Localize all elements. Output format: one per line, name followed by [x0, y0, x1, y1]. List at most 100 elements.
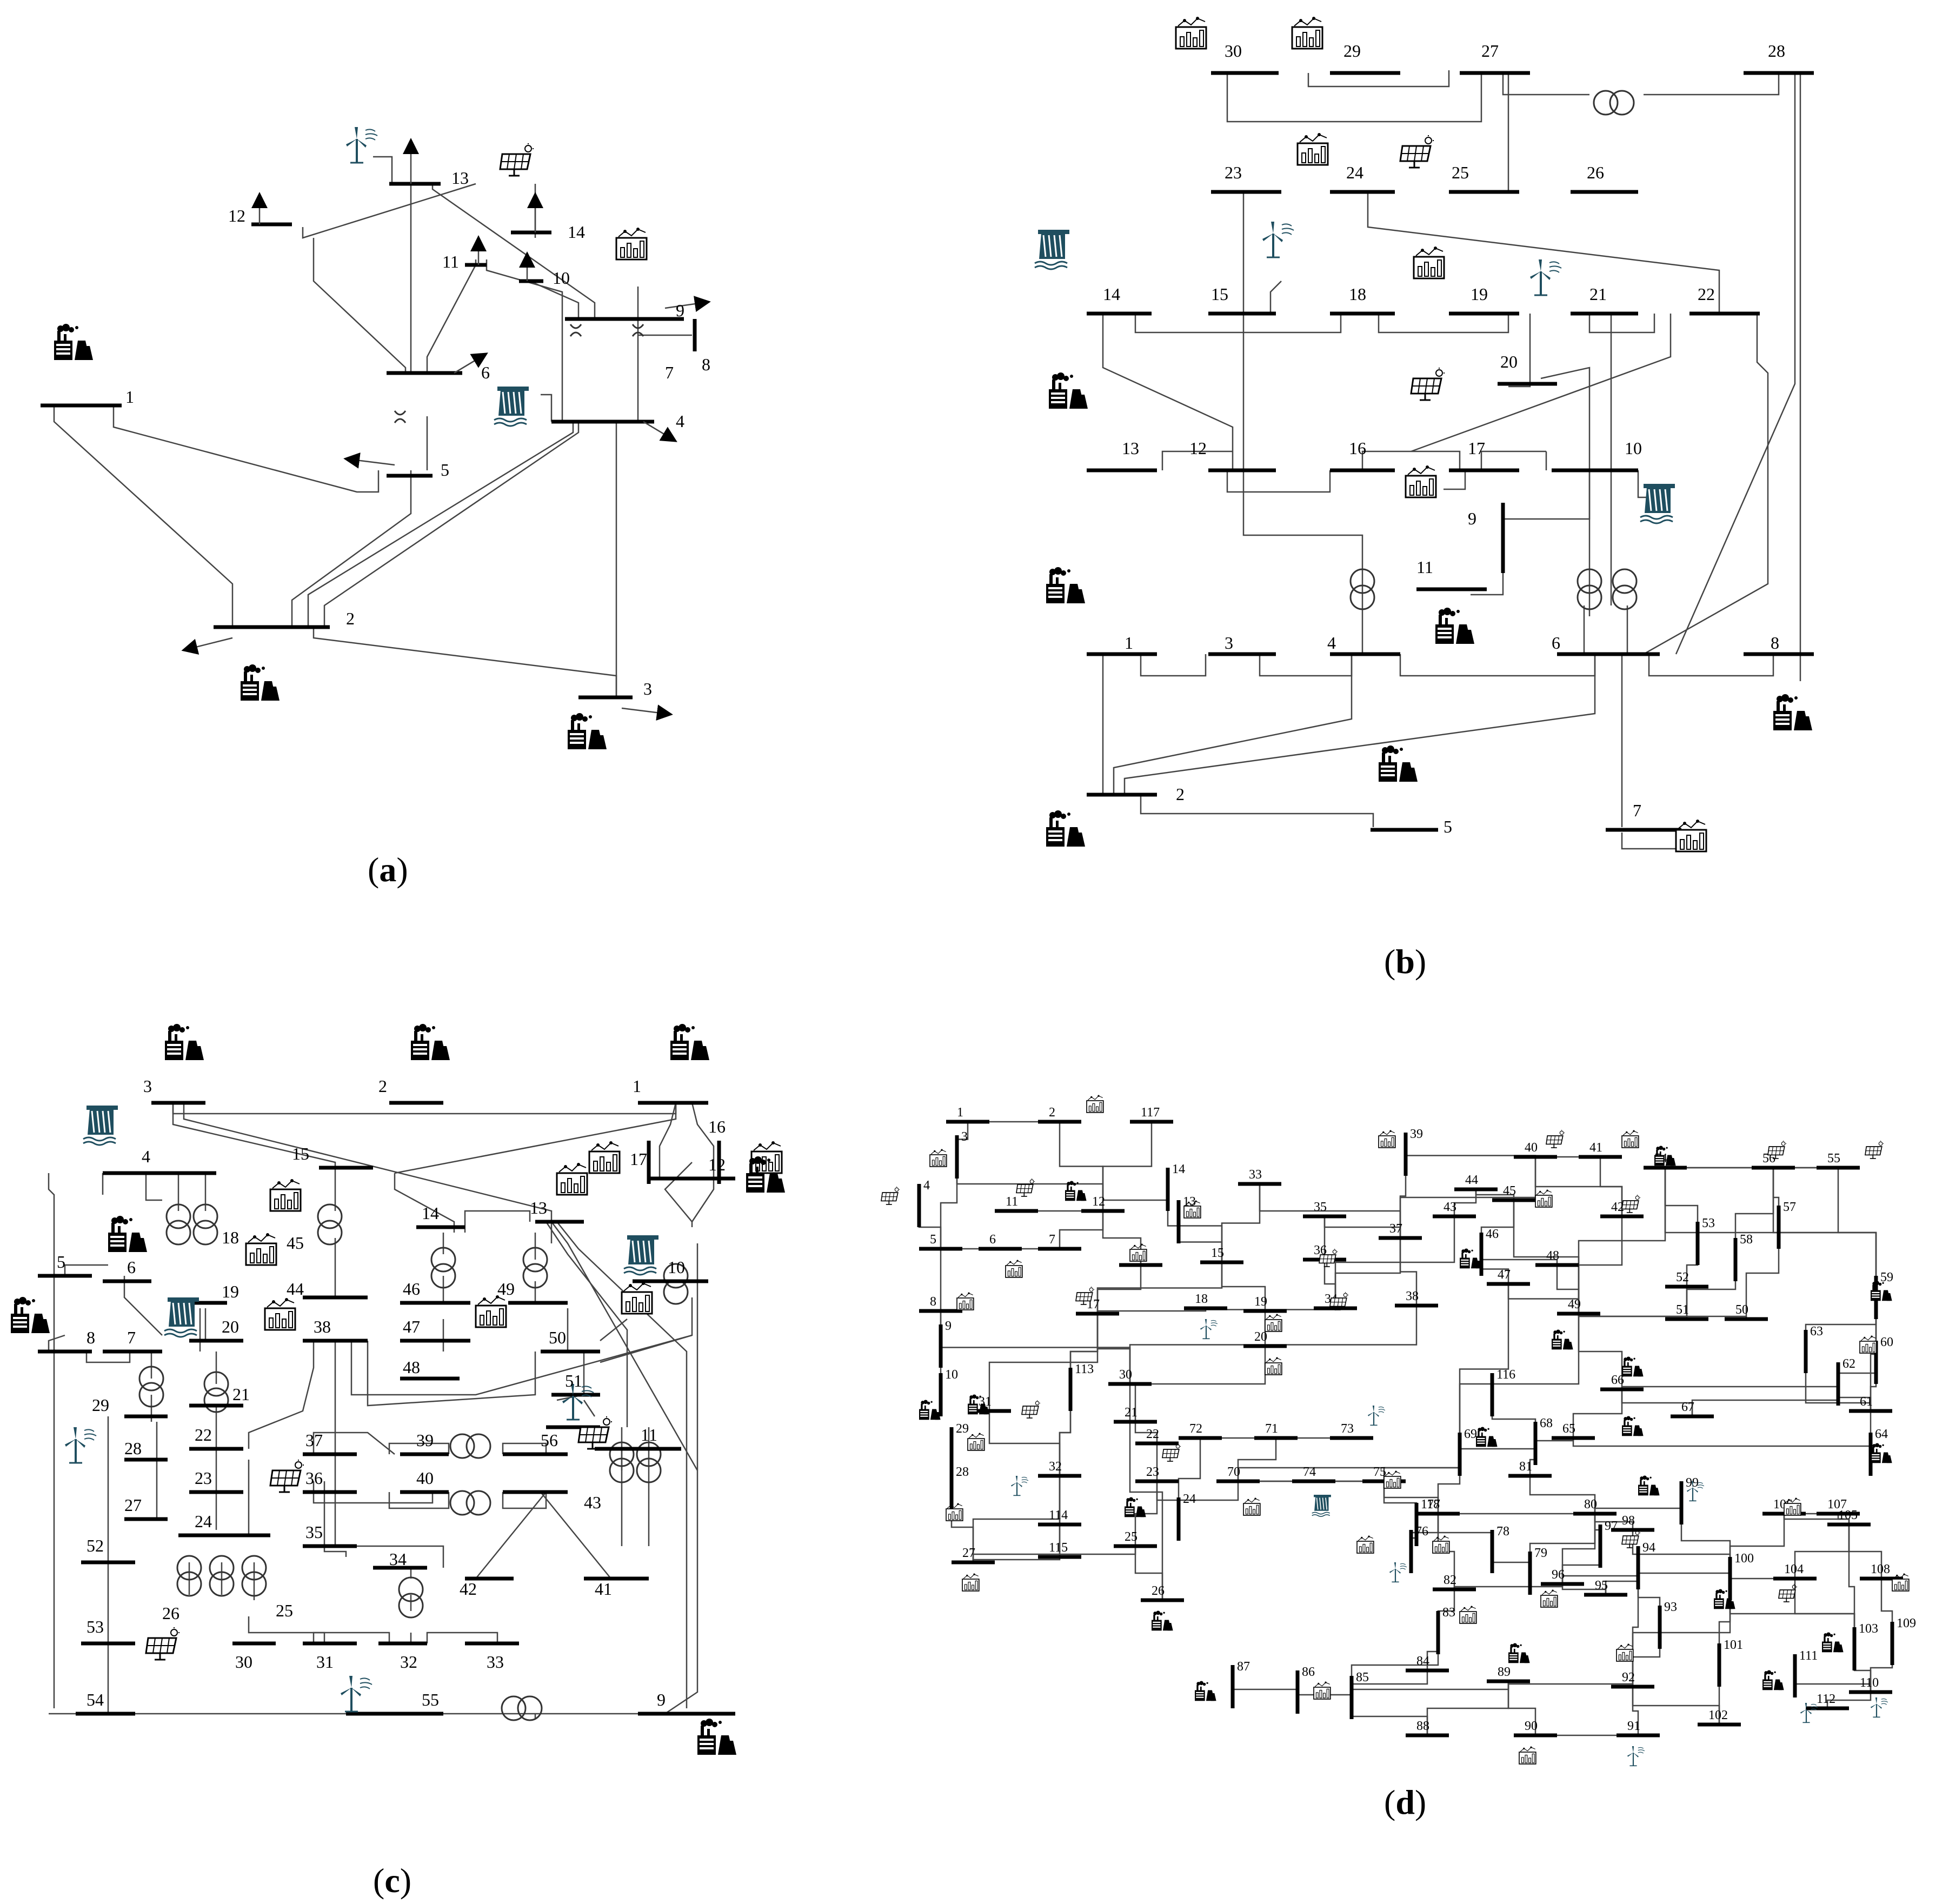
line-d-94-95	[1605, 1568, 1639, 1595]
transformer-icon	[394, 410, 407, 424]
thermal-plant-icon	[1476, 1427, 1498, 1447]
line-d-80-96	[1561, 1514, 1596, 1584]
panel-b-buses	[1087, 71, 1814, 832]
bus-label: 73	[1341, 1422, 1354, 1436]
bus-label: 10	[1625, 438, 1642, 458]
wind-turbine-icon	[1870, 1696, 1888, 1718]
bus-label: 12	[708, 1155, 726, 1174]
solar-panel-icon	[499, 142, 535, 177]
bus-label: 96	[1552, 1568, 1565, 1582]
bus-label: 5	[57, 1252, 65, 1271]
solar-panel-icon	[1865, 1140, 1884, 1159]
bus-label: 4	[676, 411, 684, 431]
line-d-94-100	[1637, 1568, 1731, 1579]
line-d-105-107	[1837, 1514, 1850, 1524]
bus-label: 3	[643, 679, 652, 698]
bus-label: 41	[1589, 1141, 1602, 1155]
transformer-icon	[569, 323, 582, 337]
thermal-plant-icon	[919, 1400, 941, 1420]
load-chart-icon	[1459, 1605, 1477, 1624]
bus-label: 81	[1519, 1460, 1532, 1474]
hydro-plant-icon	[1311, 1494, 1332, 1517]
thermal-plant-icon	[1552, 1329, 1573, 1350]
bus-label: 50	[1735, 1303, 1748, 1317]
panel-c-bus-labels: 1 2 3 4 5 6 7 8 9 10 11 12 13 14 15 16 1…	[57, 1076, 726, 1709]
line-d-7-12	[1059, 1211, 1104, 1249]
bus-label: 28	[1768, 41, 1785, 61]
thermal-plant-icon	[1046, 810, 1085, 847]
line-d-33-37	[1259, 1184, 1401, 1238]
thermal-plant-icon	[1714, 1589, 1735, 1609]
bus-label: 39	[1410, 1127, 1423, 1141]
bus-label: 10	[668, 1257, 685, 1277]
solar-panel-icon	[1021, 1400, 1041, 1419]
bus-label: 93	[1664, 1600, 1677, 1614]
panel-a-lines	[53, 156, 692, 697]
load-chart-icon	[1892, 1573, 1910, 1592]
bus-label: 35	[1314, 1200, 1327, 1214]
bus-label: 107	[1827, 1497, 1847, 1512]
line-d-80-81	[1529, 1476, 1596, 1514]
bus-label: 38	[1406, 1289, 1419, 1303]
line-d-41-42	[1599, 1157, 1623, 1216]
load-chart-icon	[556, 1162, 588, 1196]
thermal-plant-icon	[1435, 608, 1474, 644]
line-d-20-21	[1134, 1346, 1266, 1422]
load-chart-icon	[1175, 16, 1207, 50]
line-d-110-112	[1826, 1692, 1872, 1708]
thermal-plant-icon	[670, 1024, 709, 1060]
bus-label: 18	[1349, 284, 1366, 304]
thermal-plant-icon	[1460, 1248, 1481, 1269]
wind-turbine-icon	[1799, 1702, 1818, 1723]
hydro-plant-icon	[623, 1234, 660, 1276]
line-d-26-30	[1129, 1384, 1163, 1600]
bus-label: 89	[1498, 1665, 1511, 1679]
line-d-65-66	[1572, 1389, 1623, 1438]
load-chart-icon	[1265, 1313, 1282, 1332]
bus-label: 83	[1442, 1606, 1455, 1620]
line-d-99-100	[1680, 1503, 1731, 1579]
bus-label: 29	[956, 1422, 969, 1436]
bus-label: 22	[195, 1425, 212, 1444]
bus-label: 88	[1416, 1719, 1429, 1733]
panel-d-lines	[918, 1121, 1893, 1736]
line-d-12-117	[1102, 1122, 1153, 1211]
bus-label: 11	[1006, 1195, 1018, 1209]
bus-label: 80	[1584, 1497, 1597, 1512]
line-d-15-19	[1221, 1262, 1266, 1311]
bus-label: 14	[1103, 284, 1120, 304]
solar-panel-icon	[269, 1459, 305, 1493]
bus-label: 16	[1349, 438, 1366, 458]
bus-label: 58	[1740, 1233, 1753, 1247]
bus-label: 53	[1702, 1216, 1715, 1230]
wind-turbine-icon	[340, 1675, 373, 1713]
bus-label: 71	[1265, 1422, 1278, 1436]
bus-label: 17	[630, 1149, 647, 1169]
solar-panel-icon	[1546, 1129, 1565, 1148]
bus-label: 25	[1125, 1530, 1138, 1544]
bus-label: 28	[124, 1439, 142, 1458]
load-chart-icon	[1005, 1259, 1023, 1278]
load-chart-icon	[1291, 16, 1323, 50]
line-d-89-90	[1507, 1681, 1536, 1735]
solar-panel-icon	[1399, 134, 1435, 169]
load-chart-icon	[1086, 1094, 1104, 1113]
panel-a-load-arrows	[181, 138, 711, 721]
thermal-plant-icon	[1638, 1475, 1660, 1496]
line-a-6-12	[312, 238, 407, 373]
bus-label: 2	[1176, 784, 1185, 804]
bus-label: 12	[1189, 438, 1207, 458]
bus-label: 1	[125, 387, 134, 407]
load-chart-icon	[1313, 1681, 1331, 1700]
bus-label: 37	[305, 1430, 323, 1450]
bus-label: 6	[127, 1257, 136, 1277]
line-d-69-77	[1437, 1454, 1461, 1514]
hydro-plant-icon	[163, 1296, 200, 1338]
line-d-12-14	[1102, 1189, 1169, 1211]
bus-label: 49	[1568, 1297, 1581, 1312]
hydro-plant-icon	[1034, 229, 1070, 270]
thermal-plant-icon	[697, 1719, 736, 1755]
line-d-56-59	[1772, 1168, 1877, 1297]
bus-label: 64	[1875, 1427, 1888, 1441]
